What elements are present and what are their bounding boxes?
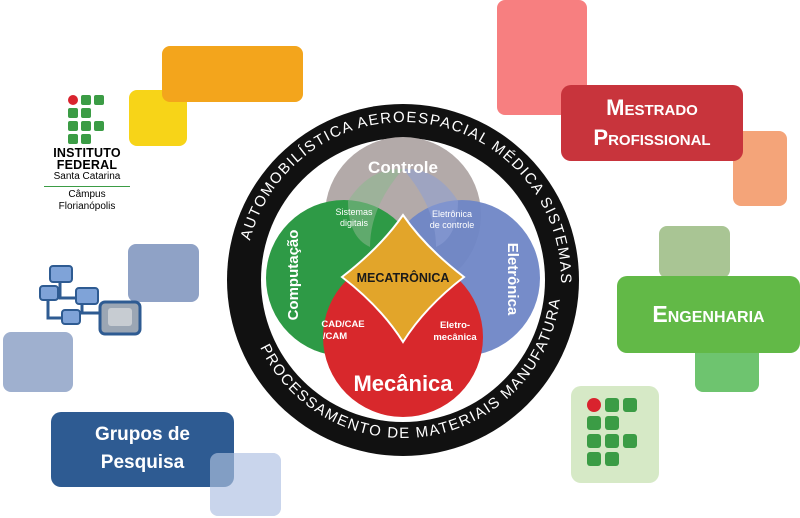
overlap-eletronica-controle (403, 168, 458, 247)
label-mecatronica: MECATRÔNICA (357, 270, 450, 285)
grupos-pesquisa-label: Grupos de Pesquisa (51, 412, 234, 487)
logo-title: INSTITUTO FEDERAL (44, 146, 130, 172)
label-eletromecanica-line1: Eletro- (440, 320, 470, 331)
label-eletronica-controle-line2: de controle (430, 220, 475, 230)
logo-campus-line1: Câmpus (68, 189, 106, 200)
decor-square-olive (659, 226, 730, 278)
overlap-sistemas (348, 168, 403, 247)
network-diagram-icon (39, 265, 142, 336)
label-mecanica: Mecânica (353, 371, 453, 396)
center-mecatronica-shape (340, 213, 466, 344)
label-computacao: Computação (285, 230, 302, 321)
decor-square-orange (162, 46, 303, 102)
mestrado-line2: Profissional (593, 125, 711, 150)
engenharia-label: Engenharia (617, 276, 800, 353)
decor-square-overlay (210, 453, 281, 516)
ifsc-symbol-icon (571, 386, 659, 483)
label-sistemas-line2: digitais (340, 218, 369, 228)
label-eletromecanica-line2: mecânica (433, 332, 477, 343)
logo-subtitle: Santa Catarina (53, 171, 121, 182)
label-cad-line1: CAD/CAE (321, 319, 364, 330)
label-eletronica: Eletrônica (504, 243, 521, 316)
logo-title-line2: FEDERAL (56, 158, 118, 172)
mechatronics-diagram: AUTOMOBILÍSTICA AEROESPACIAL MÉDICA SIST… (220, 97, 579, 456)
mestrado-line1: Mestrado (606, 95, 698, 120)
decor-square-blue (128, 244, 199, 302)
label-eletronica-controle-line1: Eletrônica (432, 209, 472, 219)
logo-title-line1: INSTITUTO (53, 146, 121, 160)
label-sistemas-line1: Sistemas (335, 207, 373, 217)
label-cad-line2: /CAM (323, 331, 347, 342)
logo-campus-line2: Florianópolis (58, 201, 116, 212)
logo-divider (44, 186, 130, 187)
ifsc-logo-icon (68, 95, 104, 147)
decor-square-blue-light (3, 332, 73, 392)
grupos-line1: Grupos de (94, 424, 190, 445)
logo-campus: Câmpus Florianópolis (40, 189, 134, 213)
mestrado-label: Mestrado Profissional (561, 85, 743, 161)
grupos-line2: Pesquisa (100, 452, 185, 473)
label-controle: Controle (368, 158, 438, 177)
